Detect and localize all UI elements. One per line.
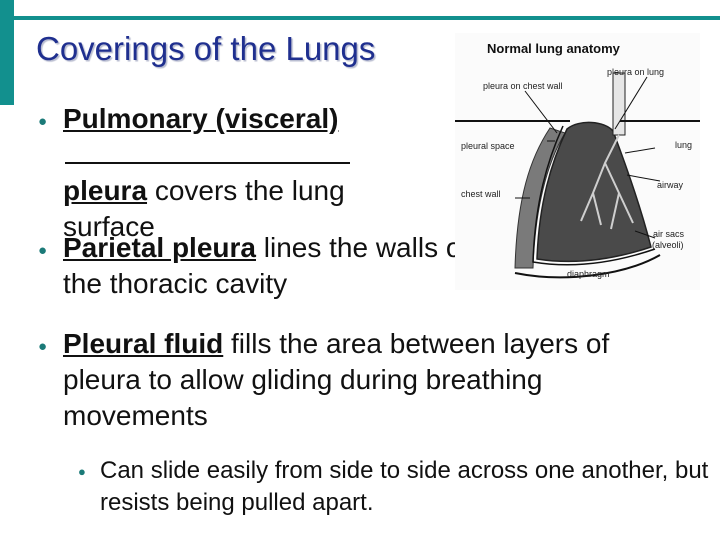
bullet-dot: ● [38,338,48,355]
sub-bullet: Can slide easily from side to side acros… [100,457,709,516]
lung-diagram [455,72,700,279]
label-air-sacs: air sacs [653,229,685,239]
term-parietal: Parietal pleura [63,232,256,263]
bullet-dot: ● [38,113,48,130]
label-pleura-on-lung: pleura on lung [607,67,665,77]
term-pulmonary: Pulmonary (visceral) [63,103,339,134]
figure-title: Normal lung anatomy [487,41,620,56]
label-airway: airway [657,180,684,190]
top-rule [14,16,720,20]
sub-bullet-dot: ● [78,464,86,479]
bullet-parietal-pleura: Parietal pleura lines the walls of the t… [63,230,483,302]
lung-anatomy-figure: Normal lung anatomy pleura on lung pleur… [455,33,700,290]
answer-blank [65,144,350,164]
label-diaphragm: diaphragm [567,269,610,279]
label-pleura-on-chest-wall: pleura on chest wall [483,81,563,91]
bullet-text: covers the lung surface [63,175,345,242]
bullet-pleural-fluid: Pleural fluid fills the area between lay… [63,326,683,434]
bullet-text: fills the area between layers of pleura … [63,328,610,431]
label-lung: lung [675,140,693,150]
term-pleural-fluid: Pleural fluid [63,328,224,359]
label-chest-wall: chest wall [461,189,501,199]
bullet-pulmonary-pleura: Pulmonary (visceral) pleura covers the l… [63,101,443,245]
label-pleural-space: pleural space [461,141,515,151]
term-pleura: pleura [63,175,148,206]
bullet-dot: ● [38,242,48,259]
slide-title: Coverings of the Lungs [36,30,376,67]
accent-bar [0,0,14,105]
bullet-text: lines the walls of the thoracic cavity [63,232,470,299]
label-alveoli: (alveoli) [652,240,684,250]
